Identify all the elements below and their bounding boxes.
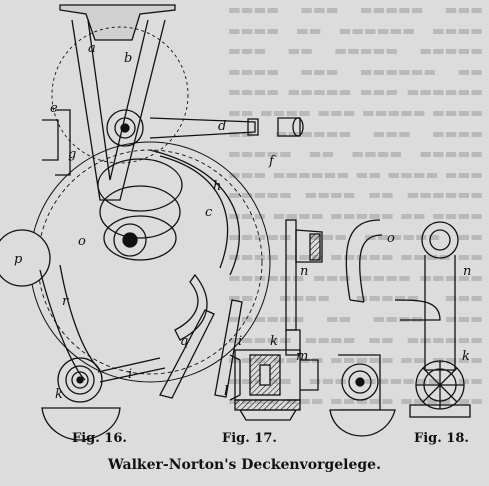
label-17-m: m [296,349,308,364]
label-17-n: n [300,264,308,279]
label-g: g [68,147,76,162]
fig18-section-drawing [329,354,396,437]
label-17-k: k [270,334,278,349]
label-i: i [128,367,132,382]
figure-title: Walker-Norton's Deckenvorgelege. [108,457,381,473]
label-p: p [14,252,23,267]
label-d: d [218,119,226,134]
label-17-l: l [224,384,228,399]
fig17-drawing [214,219,323,421]
caption-fig-16: Fig. 16. [72,431,127,446]
label-a: a [88,41,96,56]
label-r: r [62,294,69,309]
caption-fig-18: Fig. 18. [414,431,469,446]
label-q: q [180,334,188,349]
label-18-o: o [387,231,395,246]
show-through-text: ▬▬▬▬ ▬▬▬ ▬▬▬▬▬ ▬▬▬ ▬▬▬▬ ▬▬ ▬▬▬▬▬▬ ▬▬▬▬ ▬… [228,2,483,416]
label-17-i: i [238,334,242,349]
part-labels: a b c d e f g h i k o p q r i k m n l o … [14,41,471,402]
label-18-n: n [463,264,471,279]
label-k: k [55,387,63,402]
label-c: c [205,205,213,220]
label-e: e [50,101,58,116]
label-h: h [213,179,221,194]
fig18-drawing [345,219,471,418]
label-f: f [268,154,276,169]
fig16-drawing [0,4,304,441]
label-18-k: k [462,349,470,364]
label-b: b [124,51,132,66]
caption-fig-17: Fig. 17. [222,431,277,446]
label-o: o [78,234,86,249]
